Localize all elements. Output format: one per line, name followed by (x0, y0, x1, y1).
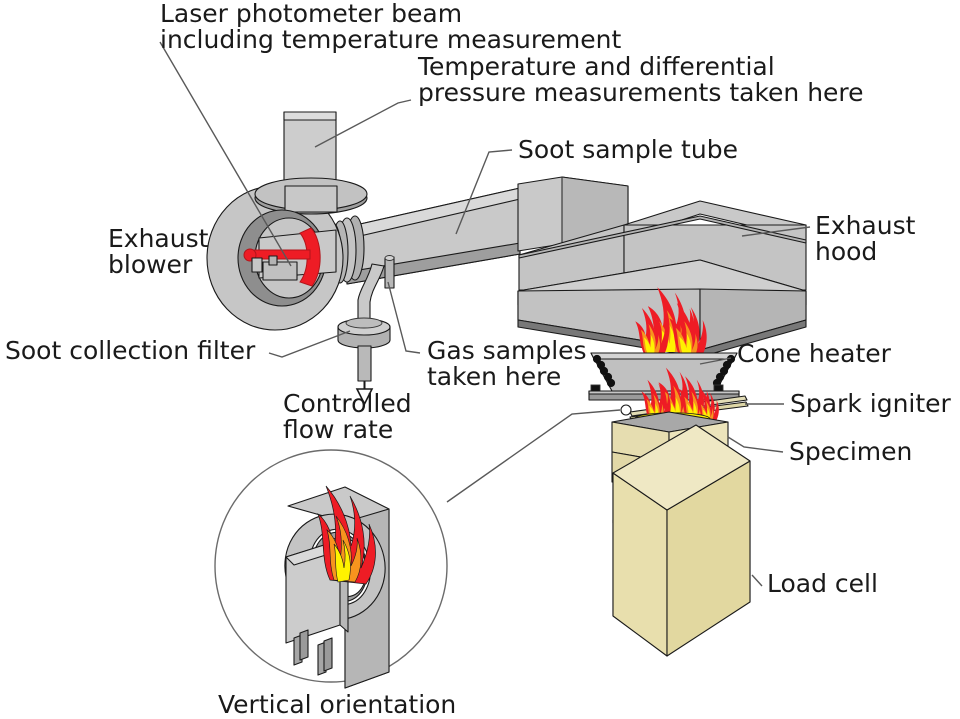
leader-cone-heater (699, 357, 732, 365)
label-gas-samples: Gas samples taken here (427, 336, 595, 391)
label-specimen: Specimen (789, 437, 912, 466)
leader-laser-beam (159, 41, 292, 267)
filter-outlet-tube (357, 345, 372, 382)
label-exhaust-hood: Exhaust hood (815, 211, 923, 266)
label-load-cell: Load cell (767, 569, 878, 598)
label-vertical-orientation: Vertical orientation (218, 690, 456, 719)
leader-vertical-inset (446, 409, 621, 503)
leader-temp-pressure (314, 99, 412, 148)
vertical-orientation-inset (214, 449, 448, 689)
label-soot-collection-filter: Soot collection filter (5, 336, 256, 365)
exhaust-blower (206, 111, 368, 331)
label-laser-beam: Laser photometer beam including temperat… (160, 0, 622, 54)
laser-photometer-beam (243, 227, 321, 287)
label-controlled-flow-rate: Controlled flow rate (283, 389, 420, 444)
leader-lines (159, 41, 811, 587)
leader-exhaust-hood (741, 226, 811, 237)
leader-soot-sample-tube (455, 149, 513, 235)
controlled-flow-arrow (355, 381, 374, 406)
leader-gas-samples (387, 281, 421, 354)
soot-collection-filter (337, 317, 391, 349)
label-exhaust-blower: Exhaust blower (108, 224, 216, 279)
label-soot-sample-tube: Soot sample tube (518, 135, 738, 164)
leader-soot-filter (268, 330, 351, 358)
label-cone-heater: Cone heater (737, 339, 892, 368)
heater-coil-dots-left (592, 354, 616, 388)
label-spark-igniter: Spark igniter (790, 389, 952, 418)
inset-vertical-flame (317, 485, 376, 585)
blower-inlet-stack (283, 111, 337, 187)
leader-load-cell (751, 574, 763, 587)
leader-specimen (727, 436, 784, 453)
igniter-tip (620, 404, 632, 416)
load-cell-top-face (612, 424, 751, 511)
load-cell (612, 424, 751, 657)
exhaust-hood (517, 200, 807, 358)
label-temp-pressure: Temperature and differential pressure me… (417, 52, 864, 107)
soot-sample-line (337, 255, 395, 406)
text-labels: Laser photometer beam including temperat… (5, 0, 952, 719)
gas-sample-stub (384, 256, 395, 289)
